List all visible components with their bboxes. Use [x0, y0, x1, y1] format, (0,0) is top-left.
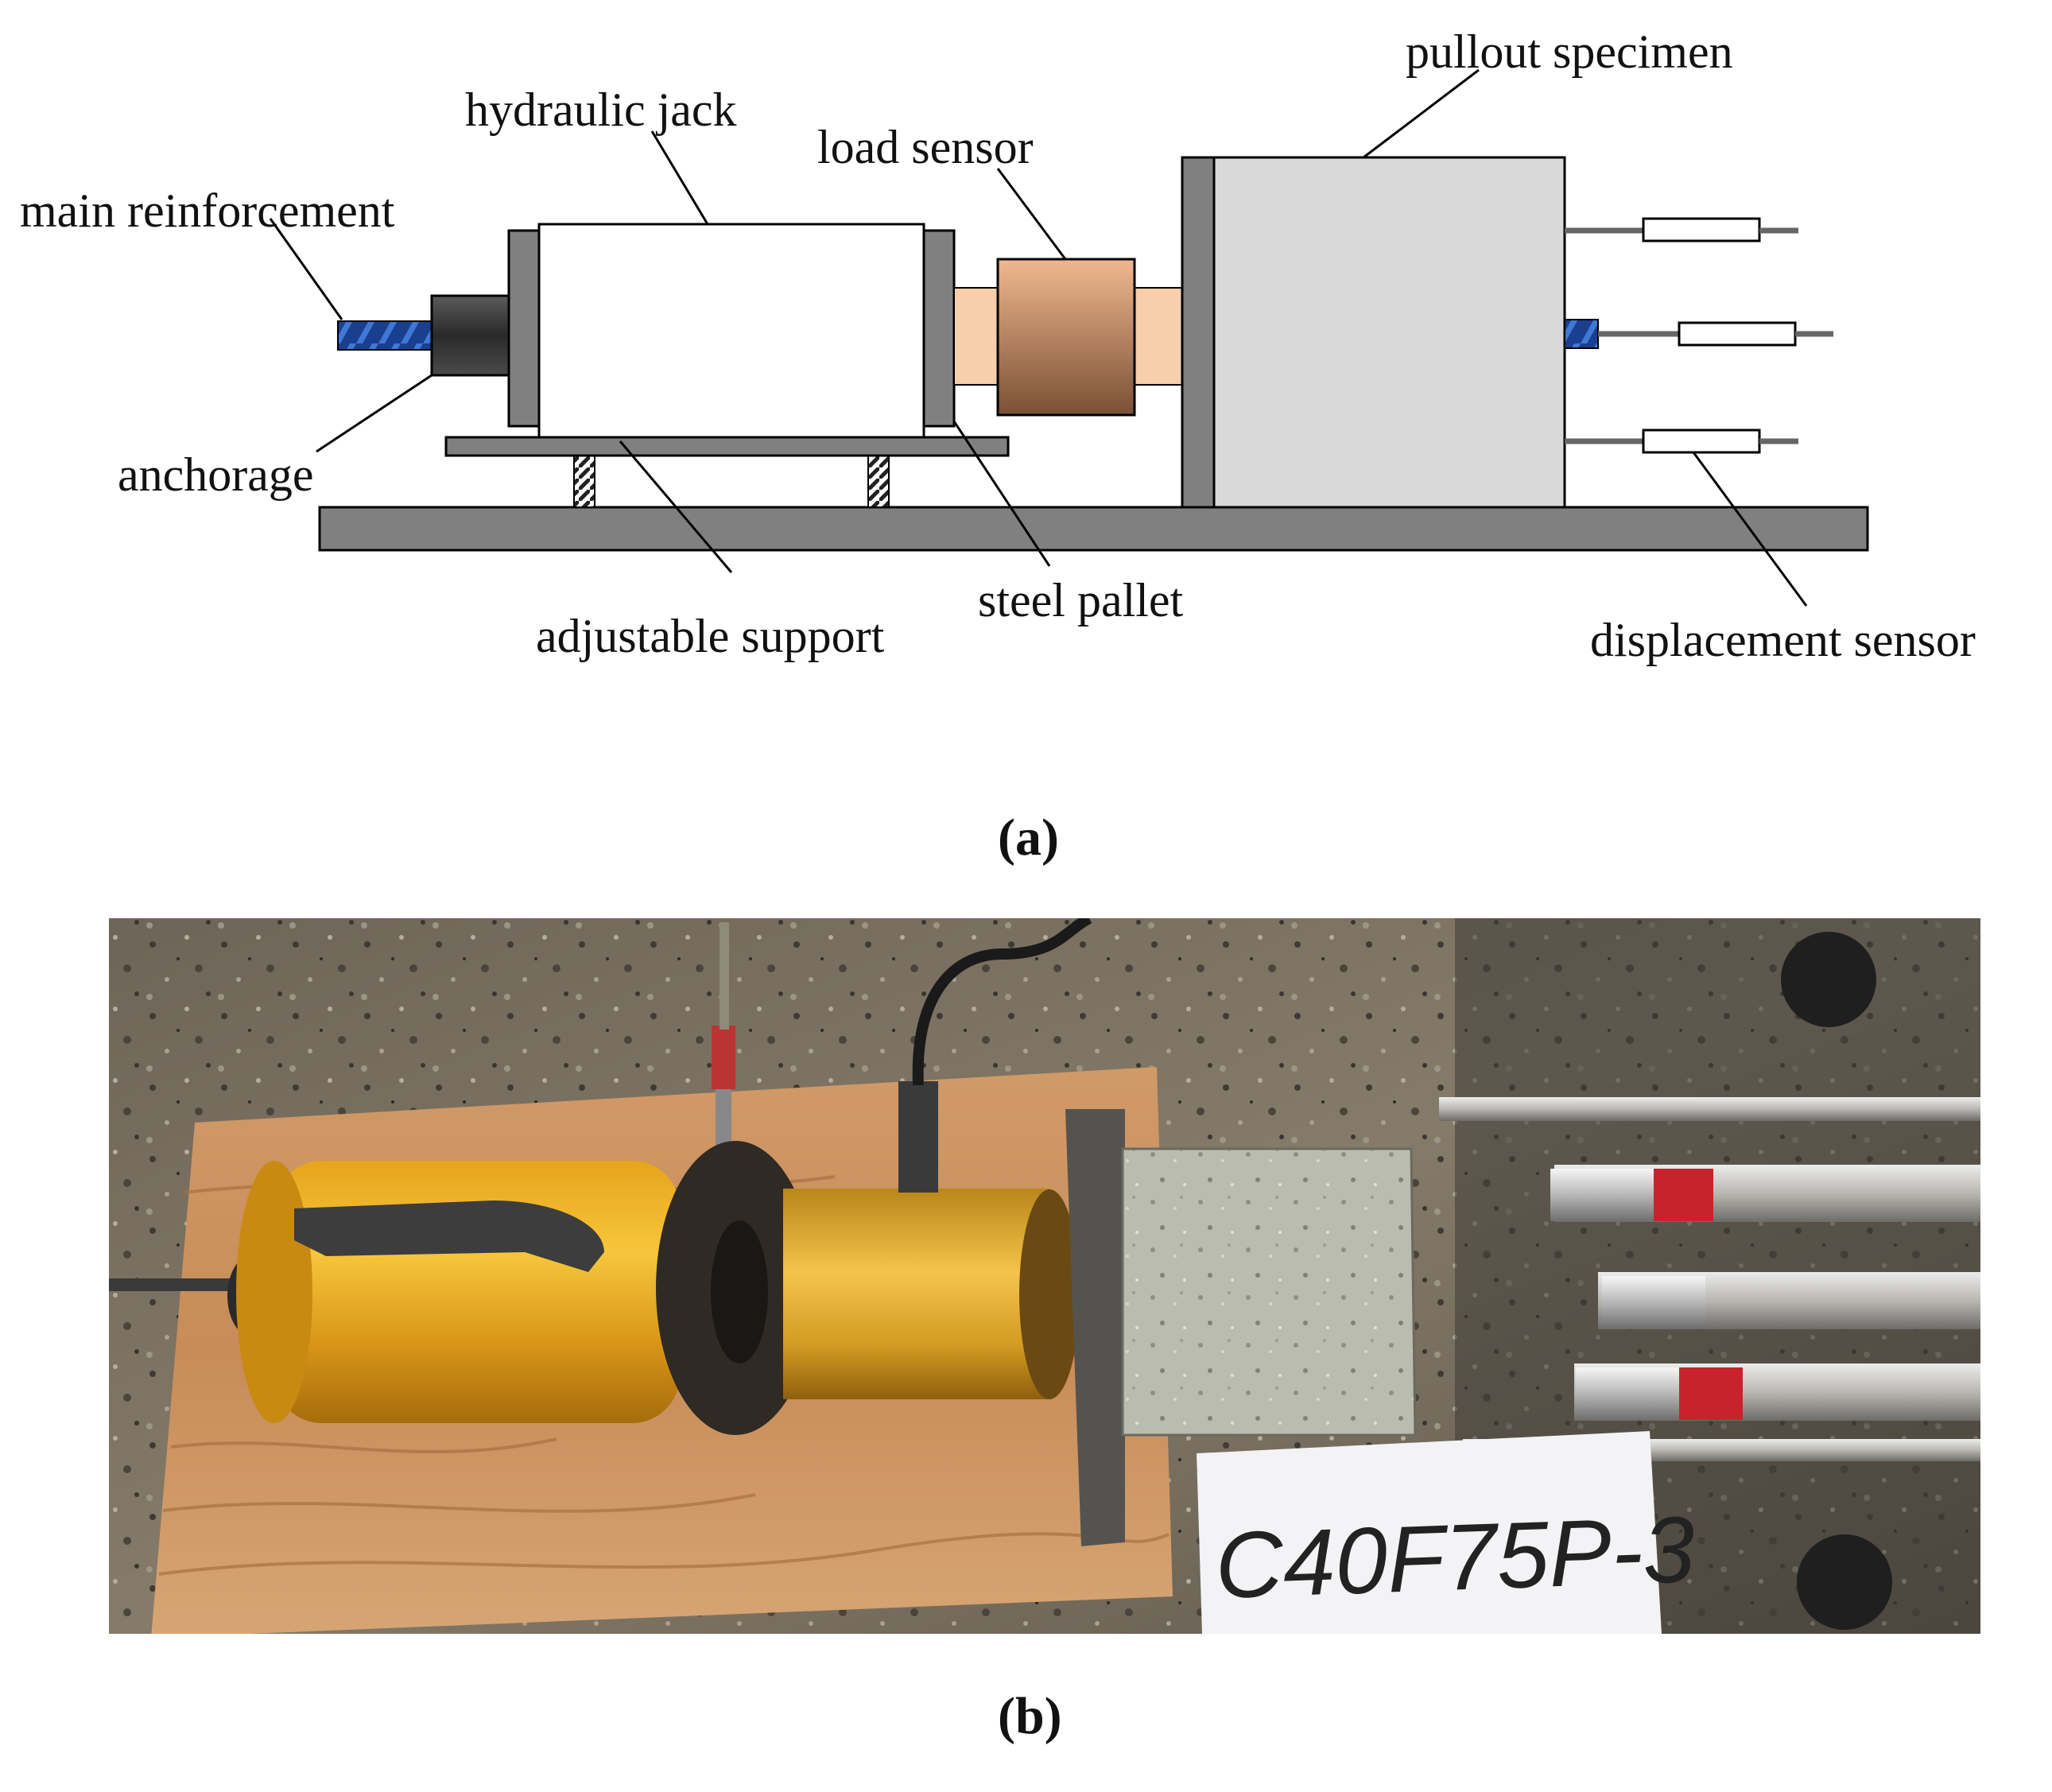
photo-load-sensor — [783, 918, 1092, 1399]
main-reinforcement-bar — [337, 320, 434, 351]
photo-specimen-tag: C40F75P-3 — [1197, 1431, 1697, 1634]
steel-pallet-plate — [444, 436, 1010, 457]
load-sensor-body — [996, 258, 1136, 417]
label-pullout-specimen: pullout specimen — [1406, 25, 1733, 78]
pullout-specimen-block — [1212, 156, 1566, 509]
adjustable-support-right — [867, 455, 890, 508]
label-steel-pallet: steel pallet — [978, 574, 1184, 626]
leader-lines — [269, 68, 1808, 607]
jack-end-plate-left — [507, 229, 542, 428]
label-hydraulic-jack: hydraulic jack — [465, 83, 737, 136]
reinforcement-free-end — [1564, 319, 1599, 349]
specimen-end-plate — [1181, 156, 1216, 509]
schematic-diagram: main reinforcement hydraulic jack load s… — [20, 25, 1976, 867]
displacement-sensor-top — [1565, 217, 1798, 242]
spacer-left — [953, 287, 999, 386]
test-setup-photo: C40F75P-3 (b) — [109, 918, 1980, 1745]
spacer-right — [1134, 287, 1183, 386]
caption-b: (b) — [998, 1687, 1062, 1745]
jack-end-plate-right — [921, 229, 956, 428]
displacement-sensor-middle — [1598, 321, 1833, 347]
base-plate — [318, 506, 1869, 552]
photo-displacement-sensors — [1439, 932, 1980, 1630]
hydraulic-jack-body — [537, 223, 925, 439]
label-anchorage: anchorage — [118, 448, 314, 501]
photo-steel-plate — [1065, 1109, 1125, 1546]
label-displacement-sensor: displacement sensor — [1590, 614, 1976, 666]
label-load-sensor: load sensor — [817, 121, 1034, 173]
photo-hydraulic-jack — [236, 922, 735, 1423]
label-adjustable-support: adjustable support — [536, 610, 885, 662]
adjustable-support-left — [573, 455, 595, 508]
caption-a: (a) — [998, 809, 1059, 867]
photo-pullout-specimen — [1121, 1147, 1417, 1437]
label-main-reinforcement: main reinforcement — [20, 184, 395, 237]
anchorage-block — [430, 294, 510, 377]
specimen-tag-text: C40F75P-3 — [1213, 1497, 1697, 1619]
displacement-sensor-bottom — [1565, 429, 1798, 454]
